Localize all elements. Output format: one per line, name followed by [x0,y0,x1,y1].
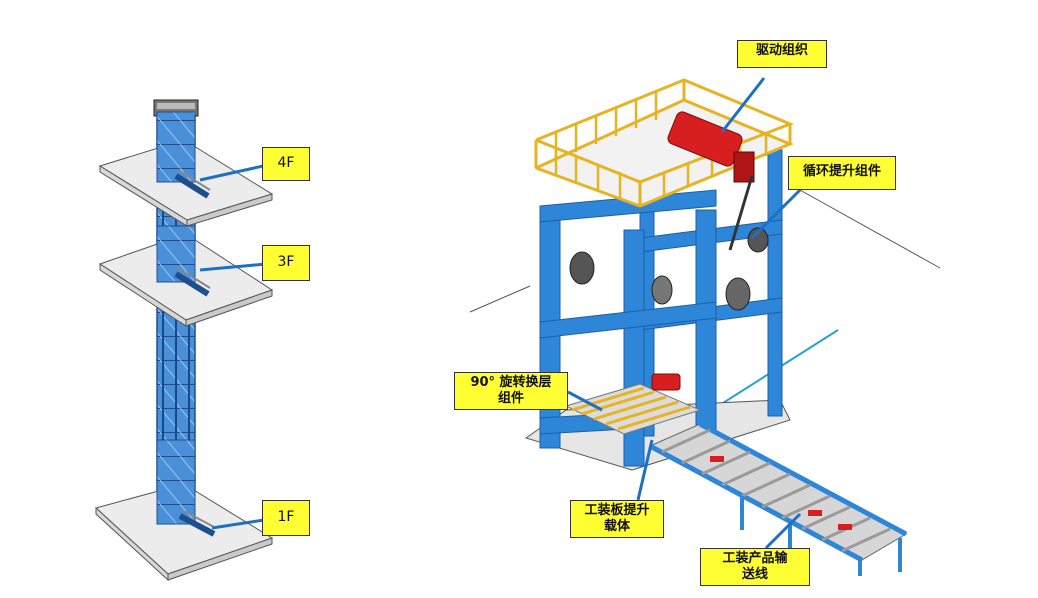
callout-text: 循环提升组件 [802,164,881,179]
callout-text: 驱动组织 [755,43,808,58]
floor-label-text: 4F [277,155,295,172]
drive-motor [667,111,755,183]
lift-unit-detail [469,78,941,576]
callout-drive: 驱动组织 [737,40,827,68]
callout-rotation: 90° 旋转换层组件 [454,372,568,410]
floor-label-text: 1F [277,509,295,526]
leader-rotation [567,390,603,412]
leader-4f [199,162,273,182]
leader-1f [211,518,265,530]
callout-text: 组件 [497,391,524,407]
ground-line [469,285,531,313]
leader-conveyor [764,512,802,550]
floor-slab-4f [98,111,274,227]
ground-line [799,189,941,269]
callout-cyclic-lift: 循环提升组件 [788,156,896,190]
callout-text: 工装产品输 [722,551,788,566]
leader-carrier [636,439,654,501]
leader-cyclic-lift [750,188,802,240]
callout-carrier: 工装板提升载体 [570,500,664,538]
floor-label-1f: 1F [262,500,310,536]
callout-leaders [199,77,802,550]
callout-conveyor: 工装产品输送线 [700,548,810,586]
leader-3f [199,262,267,272]
floor-label-3f: 3F [262,245,310,281]
leader-drive [720,77,766,133]
floor-label-4f: 4F [262,147,310,181]
callout-text: 载体 [603,519,630,535]
floor-label-text: 3F [277,254,295,271]
callout-text: 送线 [741,567,768,583]
callout-text: 工装板提升 [584,503,650,518]
floor-slab-1f [94,439,274,582]
floor-slab-3f [98,225,274,327]
sprocket-wheels [569,175,769,311]
multi-floor-tower [94,99,274,582]
callout-text: 90° 旋转换层 [470,375,552,390]
rotation-roller-table [564,373,702,435]
